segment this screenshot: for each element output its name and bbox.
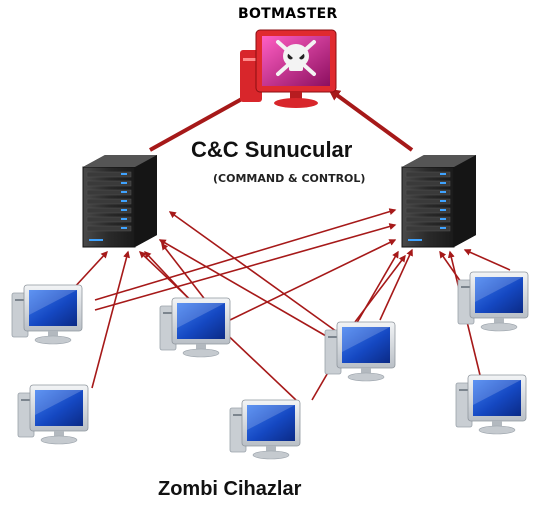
botmaster-label: BOTMASTER — [238, 6, 338, 22]
zombie-to-server-arrow — [379, 248, 413, 321]
server-left-icon — [82, 155, 157, 248]
server-right-icon — [401, 155, 476, 248]
zombie-to-server-arrow — [229, 239, 397, 321]
zombie-pc-6-icon — [457, 271, 529, 332]
zombie-to-server-arrow — [91, 250, 130, 389]
zombie-to-server-arrow — [463, 249, 511, 271]
zombie-pc-3-icon — [159, 297, 231, 358]
zombie-devices-title: Zombi Cihazlar — [158, 478, 302, 500]
skull-monitor-icon — [240, 29, 337, 108]
nodes — [11, 29, 529, 460]
zombie-to-server-arrow — [71, 250, 108, 291]
server-to-botmaster-arrow — [149, 88, 261, 152]
zombie-to-server-arrow — [158, 239, 334, 341]
zombie-to-server-arrow — [354, 254, 406, 323]
zombie-to-server-arrow — [161, 242, 211, 307]
cc-servers-subtitle: (COMMAND & CONTROL) — [213, 172, 366, 185]
zombie-to-server-arrow — [168, 211, 341, 335]
zombie-pc-5-icon — [229, 399, 301, 460]
zombie-to-server-arrow — [94, 223, 397, 311]
server-to-botmaster-arrow — [328, 88, 414, 152]
zombie-pc-1-icon — [11, 284, 83, 345]
cc-servers-title: C&C Sunucular — [191, 137, 353, 162]
zombie-pc-4-icon — [324, 321, 396, 382]
zombie-pc-7-icon — [455, 374, 527, 435]
zombie-to-server-arrow — [94, 208, 397, 301]
zombie-pc-2-icon — [17, 384, 89, 445]
